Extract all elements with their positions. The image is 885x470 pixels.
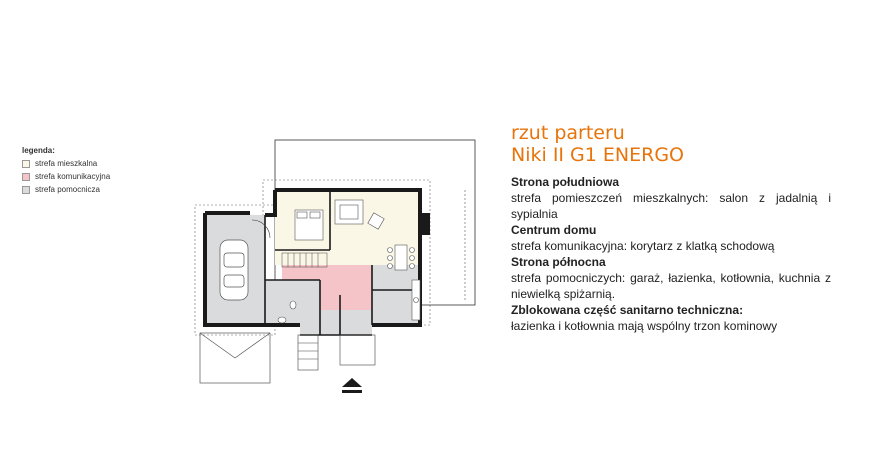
spiral-stair bbox=[251, 219, 271, 239]
section-center: Centrum domu strefa komunikacyjna: koryt… bbox=[511, 222, 831, 254]
garage-driveway bbox=[199, 332, 271, 384]
fireplace bbox=[420, 213, 430, 235]
armchair bbox=[367, 212, 385, 230]
entrance-porch bbox=[297, 334, 376, 371]
legend-item-communication: strefa komunikacyjna bbox=[22, 170, 110, 183]
legend-label: strefa komunikacyjna bbox=[35, 172, 111, 181]
legend: legenda: strefa mieszkalna strefa komuni… bbox=[22, 146, 110, 196]
title-line-1: rzut parteru bbox=[511, 122, 625, 144]
section-north: Strona północna strefa pomocniczych: gar… bbox=[511, 254, 831, 302]
dining-table bbox=[387, 244, 415, 271]
section-text: strefa pomocniczych: garaż, łazienka, ko… bbox=[511, 271, 831, 301]
section-text: strefa komunikacyjna: korytarz z klatką … bbox=[511, 239, 775, 253]
legend-title: legenda: bbox=[22, 146, 55, 155]
section-heading: Zblokowana część sanitarno techniczna: bbox=[511, 303, 744, 317]
section-sanitary: Zblokowana część sanitarno techniczna: ł… bbox=[511, 302, 831, 334]
zone-entry bbox=[300, 310, 372, 335]
entrance-arrow-icon bbox=[342, 378, 362, 393]
floor-plan bbox=[194, 139, 476, 393]
car bbox=[219, 239, 249, 301]
bed bbox=[294, 209, 324, 241]
legend-label: strefa pomocnicza bbox=[35, 185, 100, 194]
section-text: łazienka i kotłownia mają wspólny trzon … bbox=[511, 319, 778, 333]
legend-label: strefa mieszkalna bbox=[35, 159, 98, 168]
section-heading: Strona północna bbox=[511, 255, 606, 269]
title-line-2: Niki II G1 ENERGO bbox=[511, 144, 685, 166]
legend-item-auxiliary: strefa pomocnicza bbox=[22, 183, 110, 196]
washbasin bbox=[277, 316, 287, 324]
legend-item-living: strefa mieszkalna bbox=[22, 157, 110, 170]
kitchen-counter bbox=[411, 279, 421, 321]
staircase bbox=[281, 252, 328, 268]
section-heading: Centrum domu bbox=[511, 223, 597, 237]
legend-swatch bbox=[22, 159, 30, 168]
section-text: strefa pomieszczeń mieszkalnych: salon z… bbox=[511, 191, 831, 221]
section-south: Strona południowa strefa pomieszczeń mie… bbox=[511, 174, 831, 222]
section-heading: Strona południowa bbox=[511, 175, 619, 189]
garage-overhang bbox=[194, 204, 276, 336]
legend-swatch bbox=[22, 172, 30, 181]
legend-swatch bbox=[22, 185, 30, 194]
sofa bbox=[334, 199, 364, 225]
walls bbox=[203, 188, 422, 327]
plan-description: rzut parteru Niki II G1 ENERGO Strona po… bbox=[511, 122, 831, 334]
toilet bbox=[289, 300, 297, 310]
